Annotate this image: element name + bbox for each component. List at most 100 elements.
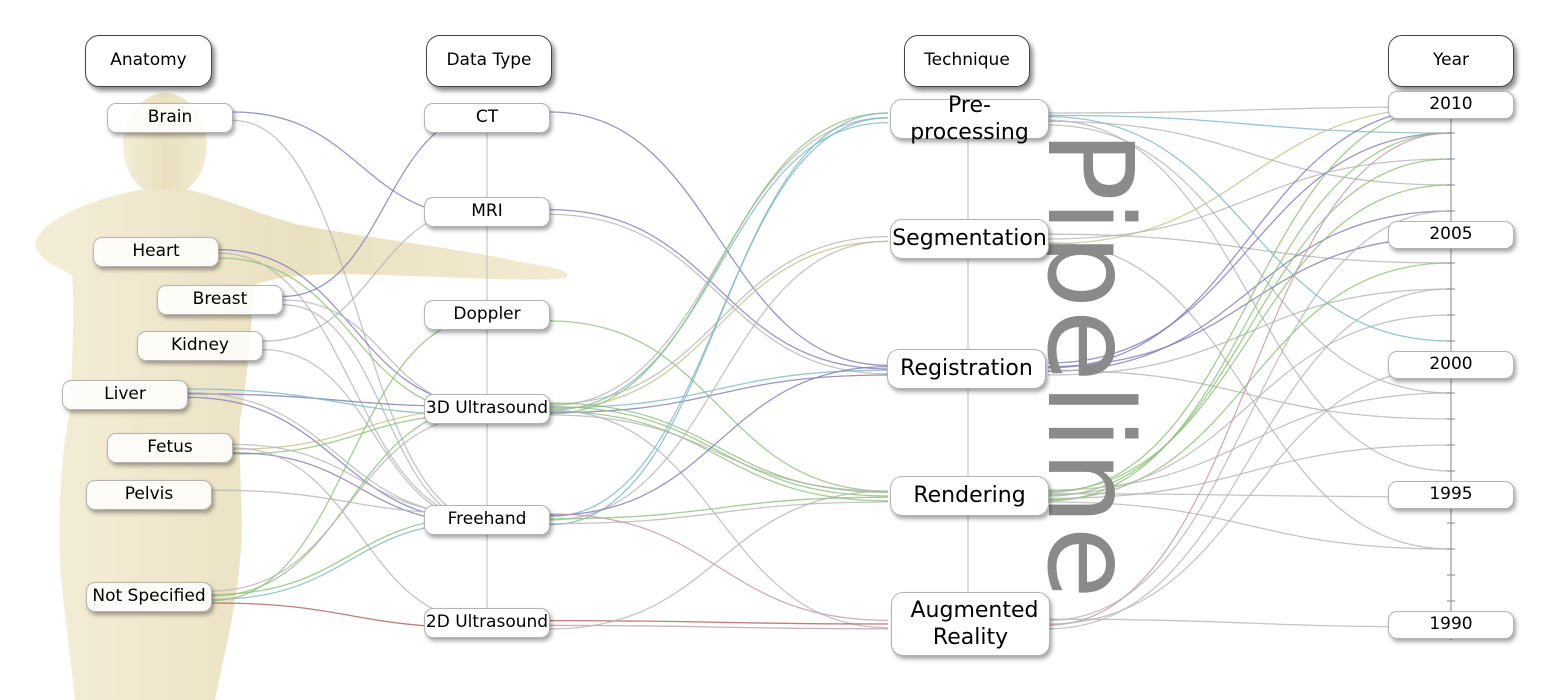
technique-node-segmentation[interactable]: Segmentation xyxy=(890,219,1049,259)
data-type-node-mri[interactable]: MRI xyxy=(424,197,550,227)
link-registration-to-2010 xyxy=(1047,106,1452,369)
link-registration-to-2003 xyxy=(1047,288,1452,376)
data-type-node-ct-label: CT xyxy=(475,107,499,128)
link-augmented-reality-to-2000 xyxy=(1047,366,1452,625)
connection-links xyxy=(187,106,1452,630)
link-2d-ultrasound-to-augmented-reality xyxy=(549,619,889,625)
link-3d-ultrasound-to-rendering xyxy=(549,405,889,497)
link-pre-processing-to-2001 xyxy=(1047,115,1452,342)
year-node-2010-label: 2010 xyxy=(1429,94,1473,115)
technique-node-rendering-label: Rendering xyxy=(913,483,1026,509)
year-node-2010[interactable]: 2010 xyxy=(1388,91,1514,119)
anatomy-node-not-specified-label: Not Specified xyxy=(92,586,206,607)
technique-node-rendering[interactable]: Rendering xyxy=(890,476,1049,516)
link-segmentation-to-1993 xyxy=(1047,241,1452,550)
anatomy-node-breast-label: Breast xyxy=(192,289,248,310)
year-node-2005-label: 2005 xyxy=(1429,224,1473,245)
link-doppler-to-rendering xyxy=(549,320,889,492)
year-node-2005[interactable]: 2005 xyxy=(1388,221,1514,249)
technique-node-segmentation-label: Segmentation xyxy=(892,226,1047,252)
data-type-node-3d-ultrasound[interactable]: 3D Ultrasound xyxy=(424,394,550,424)
data-type-node-2d-ultrasound[interactable]: 2D Ultrasound xyxy=(424,608,550,638)
link-3d-ultrasound-to-augmented-reality xyxy=(549,409,889,629)
link-3d-ultrasound-to-rendering xyxy=(549,410,889,502)
anatomy-node-kidney[interactable]: Kidney xyxy=(137,331,263,361)
technique-node-augmented-reality[interactable]: Augmented Reality xyxy=(891,592,1050,656)
link-2d-ultrasound-to-augmented-reality xyxy=(549,624,889,630)
header-year-label: Year xyxy=(1433,50,1469,71)
link-freehand-to-segmentation xyxy=(549,240,889,521)
data-type-node-ct[interactable]: CT xyxy=(424,103,550,133)
link-rendering-to-1993 xyxy=(1047,501,1452,550)
technique-node-augmented-reality-label: Augmented Reality xyxy=(910,597,1039,651)
link-freehand-to-pre-processing xyxy=(549,112,889,526)
header-year[interactable]: Year xyxy=(1388,35,1514,87)
body-torso xyxy=(35,190,568,700)
anatomy-node-brain-label: Brain xyxy=(147,107,193,128)
anatomy-node-liver-label: Liver xyxy=(104,384,146,405)
year-node-1990-label: 1990 xyxy=(1429,614,1473,635)
technique-node-pre-processing[interactable]: Pre-processing xyxy=(890,93,1049,145)
link-rendering-to-2008 xyxy=(1047,158,1452,497)
year-node-1990[interactable]: 1990 xyxy=(1388,611,1514,639)
link-freehand-to-augmented-reality xyxy=(549,513,889,622)
header-anatomy-label: Anatomy xyxy=(110,50,187,71)
year-node-2000[interactable]: 2000 xyxy=(1388,351,1514,379)
link-rendering-to-2004 xyxy=(1047,262,1452,501)
anatomy-node-not-specified[interactable]: Not Specified xyxy=(86,582,212,612)
link-rendering-to-1997 xyxy=(1047,444,1452,500)
data-type-node-doppler-label: Doppler xyxy=(453,304,521,325)
header-anatomy[interactable]: Anatomy xyxy=(85,35,212,87)
link-3d-ultrasound-to-pre-processing xyxy=(549,117,889,407)
anatomy-node-heart[interactable]: Heart xyxy=(93,237,219,267)
anatomy-node-kidney-label: Kidney xyxy=(171,335,229,356)
technique-node-registration[interactable]: Registration xyxy=(887,349,1046,389)
link-pre-processing-to-2010 xyxy=(1047,106,1452,114)
link-segmentation-to-2010 xyxy=(1047,106,1452,245)
data-type-node-doppler[interactable]: Doppler xyxy=(424,300,550,330)
year-node-1995[interactable]: 1995 xyxy=(1388,481,1514,509)
link-3d-ultrasound-to-registration xyxy=(549,369,889,409)
technique-node-registration-label: Registration xyxy=(900,356,1033,382)
link-pre-processing-to-2007 xyxy=(1047,120,1452,186)
link-pre-processing-to-1996 xyxy=(1047,119,1452,472)
anatomy-node-brain[interactable]: Brain xyxy=(107,103,233,133)
anatomy-node-heart-label: Heart xyxy=(132,241,180,262)
link-not-specified-to-3d-ultrasound xyxy=(211,405,488,597)
link-augmented-reality-to-1990 xyxy=(1047,618,1452,628)
anatomy-node-pelvis-label: Pelvis xyxy=(124,484,174,505)
link-registration-to-2005 xyxy=(1047,236,1452,368)
link-3d-ultrasound-to-pre-processing xyxy=(549,121,889,411)
link-mri-to-registration xyxy=(549,213,889,375)
link-registration-to-1998 xyxy=(1047,369,1452,420)
technique-node-pre-processing-label: Pre-processing xyxy=(910,92,1029,146)
anatomy-node-breast[interactable]: Breast xyxy=(157,285,283,315)
header-technique[interactable]: Technique xyxy=(904,35,1030,87)
link-freehand-to-pre-processing xyxy=(549,117,889,518)
link-registration-to-2009 xyxy=(1047,132,1452,364)
anatomy-node-fetus[interactable]: Fetus xyxy=(107,433,233,463)
link-not-specified-to-3d-ultrasound xyxy=(211,414,488,592)
data-type-node-3d-ultrasound-label: 3D Ultrasound xyxy=(425,398,549,419)
link-freehand-to-registration xyxy=(549,365,889,516)
data-type-node-freehand-label: Freehand xyxy=(447,509,527,530)
year-node-2000-label: 2000 xyxy=(1429,354,1473,375)
link-3d-ultrasound-to-segmentation xyxy=(549,240,889,410)
link-brain-to-freehand xyxy=(232,119,488,522)
link-3d-ultrasound-to-rendering xyxy=(549,402,889,494)
link-freehand-to-rendering xyxy=(549,501,889,525)
header-data-type-label: Data Type xyxy=(446,50,532,71)
data-type-node-mri-label: MRI xyxy=(471,201,503,222)
link-pre-processing-to-2009 xyxy=(1047,114,1452,134)
data-type-node-freehand[interactable]: Freehand xyxy=(424,505,550,535)
anatomy-node-liver[interactable]: Liver xyxy=(62,380,188,410)
anatomy-node-pelvis[interactable]: Pelvis xyxy=(86,480,212,510)
header-technique-label: Technique xyxy=(924,50,1010,71)
link-augmented-reality-to-2006 xyxy=(1047,210,1452,622)
link-segmentation-to-2008 xyxy=(1047,158,1452,240)
link-rendering-to-2010 xyxy=(1047,106,1452,494)
link-ct-to-registration xyxy=(549,111,889,367)
header-data-type[interactable]: Data Type xyxy=(426,35,552,87)
